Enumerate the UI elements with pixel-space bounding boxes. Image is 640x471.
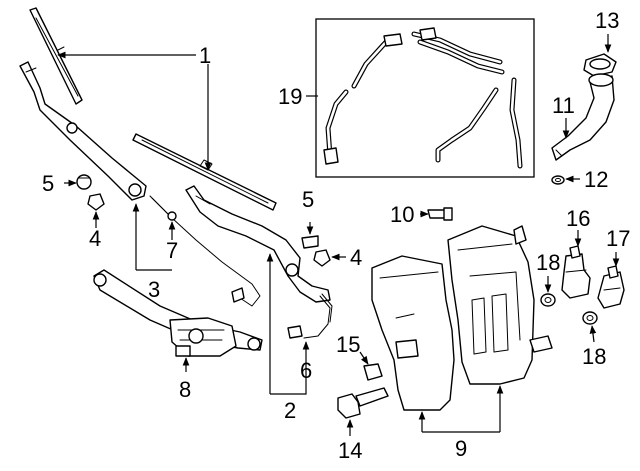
washer-hose-box[interactable] bbox=[315, 18, 535, 178]
callout-14: 14 bbox=[338, 438, 362, 463]
callout-3: 3 bbox=[148, 277, 160, 302]
callout-15: 15 bbox=[336, 332, 360, 357]
washer-pump-rear[interactable] bbox=[597, 265, 625, 309]
callout-1: 1 bbox=[199, 43, 211, 68]
callout-10: 10 bbox=[390, 202, 414, 227]
grommet-front[interactable] bbox=[540, 293, 556, 307]
washer-hose-left-arm bbox=[149, 195, 261, 307]
callout-16: 16 bbox=[566, 206, 590, 231]
grommet-rear[interactable] bbox=[582, 311, 598, 325]
washer-pump-front[interactable] bbox=[561, 245, 591, 299]
callout-2: 2 bbox=[284, 398, 296, 423]
wiper-arm-left[interactable] bbox=[19, 61, 147, 201]
filler-cap[interactable] bbox=[583, 53, 617, 77]
callout-13: 13 bbox=[595, 8, 619, 33]
callout-4-left: 4 bbox=[89, 226, 101, 251]
nut-cap-left[interactable] bbox=[76, 174, 92, 190]
bolt[interactable] bbox=[427, 207, 453, 221]
washer-reservoir[interactable] bbox=[371, 225, 553, 411]
washer-hose-right-arm bbox=[287, 293, 333, 339]
callout-9: 9 bbox=[455, 436, 467, 461]
callout-19: 19 bbox=[278, 84, 302, 109]
leader-lines bbox=[57, 34, 620, 436]
callout-8: 8 bbox=[179, 377, 191, 402]
callout-labels: 1 5 4 7 3 8 5 4 6 2 19 13 11 12 10 16 17… bbox=[42, 8, 630, 463]
callout-4-right: 4 bbox=[350, 245, 362, 270]
level-sensor-grommet[interactable] bbox=[363, 363, 383, 381]
nut-left[interactable] bbox=[87, 193, 105, 211]
callout-7: 7 bbox=[166, 238, 178, 263]
level-sensor[interactable] bbox=[337, 387, 389, 419]
callout-17: 17 bbox=[606, 226, 630, 251]
callout-5-left: 5 bbox=[42, 171, 54, 196]
o-ring[interactable] bbox=[551, 175, 565, 185]
wiper-blade-left[interactable] bbox=[29, 7, 83, 105]
wiper-blade-right[interactable] bbox=[132, 133, 277, 211]
callout-6: 6 bbox=[300, 358, 312, 383]
filler-neck[interactable] bbox=[551, 73, 615, 161]
callout-18-rear: 18 bbox=[582, 344, 606, 369]
nut-cap-right[interactable] bbox=[301, 235, 319, 249]
callout-12: 12 bbox=[584, 167, 608, 192]
nut-right[interactable] bbox=[313, 249, 331, 267]
wiper-arm-right[interactable] bbox=[185, 185, 331, 303]
callout-18-front: 18 bbox=[536, 250, 560, 275]
wiper-linkage-motor[interactable] bbox=[93, 269, 263, 357]
callout-11: 11 bbox=[552, 93, 575, 118]
callout-5-right: 5 bbox=[302, 187, 314, 212]
